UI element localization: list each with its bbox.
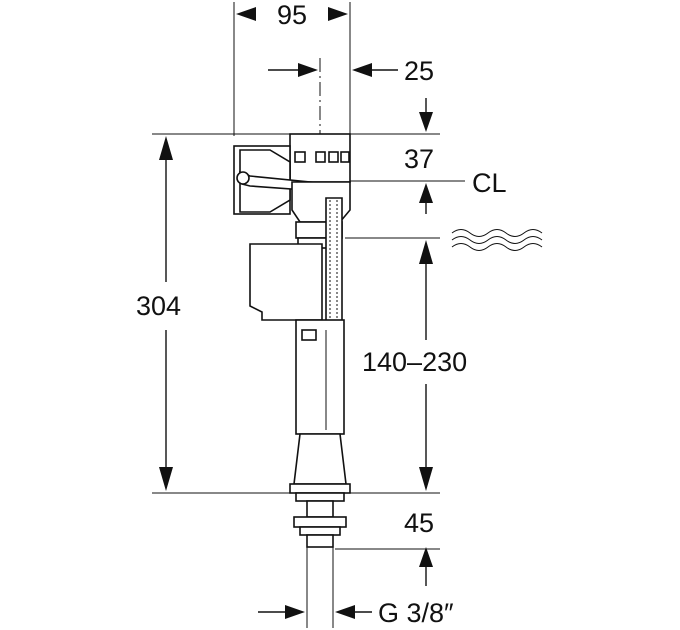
dimension-140-230 (419, 240, 433, 491)
adjust-rod (325, 197, 343, 331)
wave-water-level-icon (451, 229, 543, 251)
fill-valve-body (233, 133, 351, 548)
dimension-304 (159, 136, 173, 491)
lock-nut (293, 516, 347, 528)
label-25: 25 (404, 56, 434, 86)
label-95: 95 (277, 0, 307, 30)
label-140-230: 140–230 (362, 347, 467, 377)
label-cl: CL (472, 168, 507, 198)
label-45: 45 (404, 508, 434, 538)
threaded-shank (306, 500, 334, 518)
dimension-37 (419, 98, 433, 214)
dimension-thread (258, 605, 372, 619)
label-37: 37 (404, 144, 434, 174)
label-thread: G 3/8″ (378, 598, 454, 628)
valve-base (293, 433, 347, 485)
dimension-45 (419, 547, 433, 586)
label-304: 304 (136, 291, 181, 321)
float (249, 243, 323, 321)
dimension-95 (236, 7, 348, 21)
dimension-25 (268, 63, 398, 77)
